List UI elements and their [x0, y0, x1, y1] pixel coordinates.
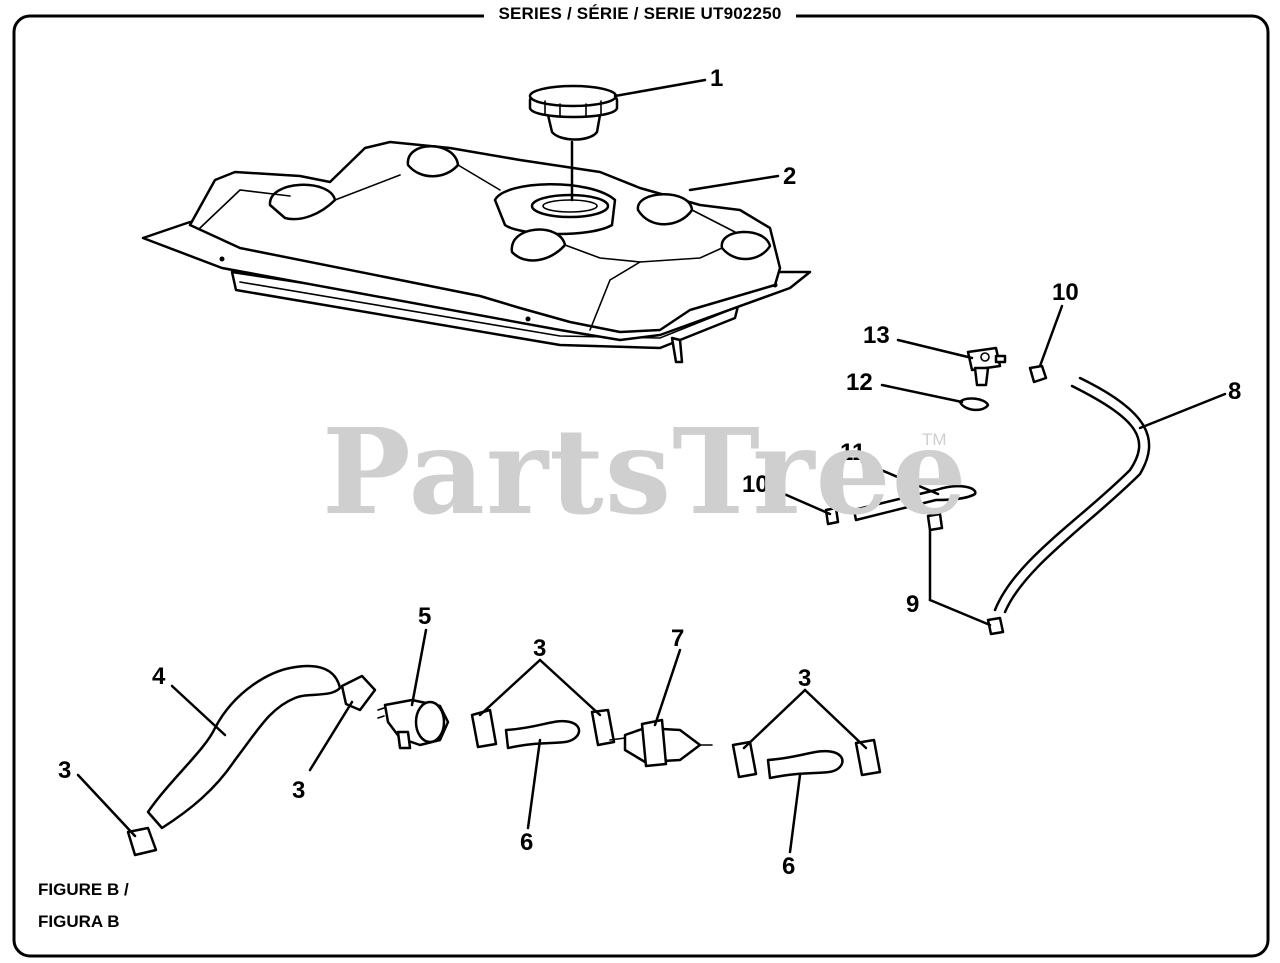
fuel-tank [141, 140, 812, 364]
hose-clamp-3-mid [340, 674, 377, 712]
callout-7: 7 [671, 625, 684, 652]
hose-clamp-10-lower [824, 506, 840, 526]
callout-13: 13 [863, 322, 890, 349]
vent-hose-outer [1003, 376, 1151, 614]
vent-hose [993, 384, 1141, 612]
callout-3-group-right: 3 [798, 665, 811, 692]
short-hose-6-a [504, 719, 581, 750]
hose-clamp-10-upper [1028, 364, 1048, 384]
callout-5: 5 [418, 603, 431, 630]
short-hose-6-b [766, 749, 844, 780]
fuel-cap [528, 84, 619, 202]
figure-label-es: FIGURA B [38, 912, 120, 931]
callout-3-group-left: 3 [533, 635, 546, 662]
watermark-trademark: TM [922, 430, 947, 449]
callout-2: 2 [783, 163, 796, 190]
callout-3-mid: 3 [292, 777, 305, 804]
callout-12: 12 [846, 369, 873, 396]
watermark-text: PartsTree [322, 402, 968, 541]
fuel-hose-4 [146, 664, 342, 830]
callout-6-right: 6 [782, 853, 795, 880]
hose-clamp-3-c [731, 740, 758, 779]
callout-9: 9 [906, 591, 919, 618]
hose-clamp-3-d [854, 738, 882, 777]
fuel-valve-5 [377, 698, 450, 750]
fuel-line-11 [852, 484, 977, 532]
figure-label-en: FIGURE B / [38, 880, 129, 899]
callout-10-lower: 10 [742, 471, 769, 498]
hose-clamp-3-b [590, 708, 616, 747]
callout-10-upper: 10 [1052, 279, 1079, 306]
hose-clamp-3-a [470, 708, 498, 749]
fuel-filter-7 [609, 718, 713, 768]
callout-1: 1 [710, 65, 723, 92]
valve-gasket [958, 397, 990, 412]
shutoff-valve [966, 346, 1007, 387]
callout-3-left: 3 [58, 757, 71, 784]
hose-clamp-9 [986, 616, 1005, 636]
callout-11: 11 [840, 439, 865, 466]
leader-lines [76, 78, 1227, 854]
callout-8: 8 [1228, 378, 1241, 405]
callout-4: 4 [152, 663, 166, 690]
callout-6-left: 6 [520, 829, 533, 856]
